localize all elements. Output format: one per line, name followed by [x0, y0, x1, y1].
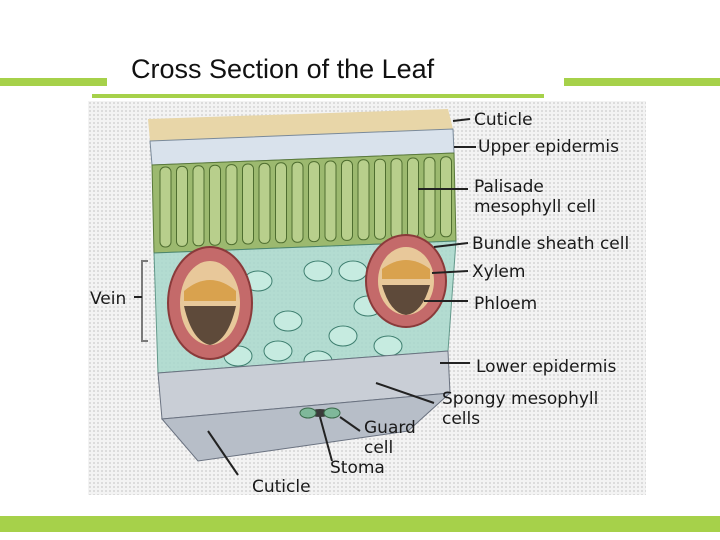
palisade-cell: [408, 158, 419, 238]
label-bundle-sheath: Bundle sheath cell: [472, 234, 629, 254]
label-guard-line1: Guard: [364, 418, 416, 438]
slide-title: Cross Section of the Leaf: [131, 54, 434, 85]
vein-bundle-right: [366, 235, 446, 327]
palisade-cell: [342, 160, 353, 240]
palisade-cell: [259, 163, 270, 243]
label-cuticle-bottom: Cuticle: [252, 477, 311, 497]
palisade-cell: [292, 162, 303, 242]
label-phloem: Phloem: [474, 294, 537, 314]
label-lower-epidermis: Lower epidermis: [476, 357, 616, 377]
palisade-cell: [309, 162, 320, 242]
label-spongy-line1: Spongy mesophyll: [442, 389, 598, 409]
palisade-cell: [177, 166, 188, 246]
accent-bar-bottom: [0, 516, 720, 532]
accent-bar-top-right: [564, 78, 720, 86]
spongy-cell: [329, 326, 357, 346]
palisade-cell: [375, 159, 386, 239]
label-spongy-line2: cells: [442, 409, 480, 429]
label-stoma: Stoma: [330, 458, 385, 478]
label-xylem: Xylem: [472, 262, 525, 282]
label-guard-line2: cell: [364, 438, 393, 458]
palisade-cell: [441, 157, 452, 237]
vein-bracket: [142, 261, 148, 341]
spongy-cell: [304, 261, 332, 281]
vein-bundle-left: [168, 247, 252, 359]
palisade-cell: [193, 166, 204, 246]
palisade-cell: [325, 161, 336, 241]
palisade-cell: [358, 160, 369, 240]
palisade-cell: [243, 164, 254, 244]
guard-cell-left: [300, 408, 316, 418]
spongy-cell: [274, 311, 302, 331]
palisade-cell: [424, 157, 435, 237]
label-cuticle-top: Cuticle: [474, 110, 533, 130]
title-underline: [92, 94, 544, 98]
palisade-cell: [226, 165, 237, 245]
guard-cell-right: [324, 408, 340, 418]
label-palisade-line1: Palisade: [474, 177, 544, 197]
spongy-cell: [264, 341, 292, 361]
palisade-cell: [160, 167, 171, 247]
spongy-cell: [339, 261, 367, 281]
accent-bar-top-left: [0, 78, 107, 86]
palisade-cell: [210, 165, 221, 245]
label-upper-epidermis: Upper epidermis: [478, 137, 619, 157]
label-palisade-line2: mesophyll cell: [474, 197, 596, 217]
label-vein: Vein: [90, 289, 126, 309]
palisade-cell: [391, 159, 402, 239]
palisade-cell: [276, 163, 287, 243]
spongy-cell: [374, 336, 402, 356]
